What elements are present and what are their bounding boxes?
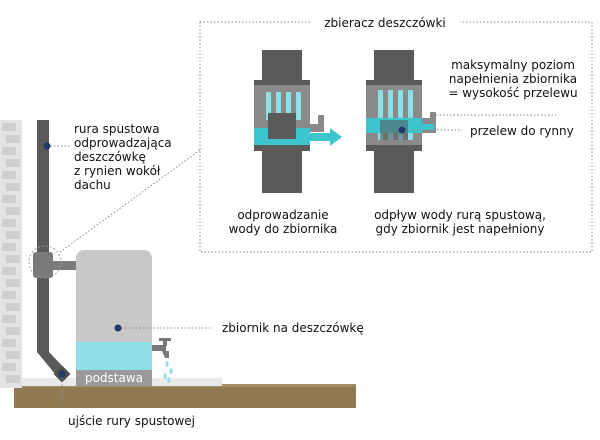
brick <box>6 135 20 143</box>
rain-collector-left <box>254 50 342 193</box>
inset-title-bg <box>310 14 460 32</box>
brick <box>6 279 20 287</box>
brick <box>2 363 16 371</box>
brick <box>6 231 20 239</box>
leader-lines <box>47 145 210 404</box>
base-label: podstawa <box>84 371 144 385</box>
brick <box>6 159 20 167</box>
rain-collector-right <box>366 50 436 193</box>
max-level-label: maksymalny poziom napełnienia zbiornika … <box>448 58 578 100</box>
marker-downpipe <box>43 142 51 150</box>
marker-overflow <box>398 126 406 134</box>
outlet-label: ujście rury spustowej <box>68 414 196 428</box>
tap-icon <box>152 338 171 358</box>
water-tank <box>76 250 152 370</box>
brick <box>6 207 20 215</box>
brick <box>2 267 16 275</box>
inset-markers <box>398 114 556 134</box>
brick <box>2 315 16 323</box>
brick <box>2 219 16 227</box>
tank-label: zbiornik na deszczówkę <box>222 321 364 335</box>
collector-highlight <box>28 245 62 279</box>
downpipe <box>33 120 79 383</box>
to-pipe-label: odpływ wody rurą spustową, gdy zbiornik … <box>374 208 546 236</box>
brick <box>2 195 16 203</box>
brick <box>2 171 16 179</box>
water-drops-icon <box>163 361 173 383</box>
to-tank-label: odprowadzanie wody do zbiornika <box>228 208 338 236</box>
collector-title: zbieracz deszczówki <box>324 16 446 30</box>
downpipe-label: rura spustowa odprowadzająca deszczówkę … <box>74 122 172 192</box>
brick-wall <box>0 120 22 388</box>
brick <box>6 303 20 311</box>
overflow-label: przelew do rynny <box>470 124 574 138</box>
brick <box>6 351 20 359</box>
brick <box>6 255 20 263</box>
brick <box>6 327 20 335</box>
marker-tank <box>114 324 122 332</box>
brick <box>2 123 16 131</box>
ground <box>14 386 356 408</box>
marker-outlet <box>58 370 66 378</box>
brick <box>2 243 16 251</box>
brick <box>6 183 20 191</box>
base-block <box>76 370 152 386</box>
brick <box>2 339 16 347</box>
brick <box>2 147 16 155</box>
brick <box>2 291 16 299</box>
brick <box>6 375 20 383</box>
